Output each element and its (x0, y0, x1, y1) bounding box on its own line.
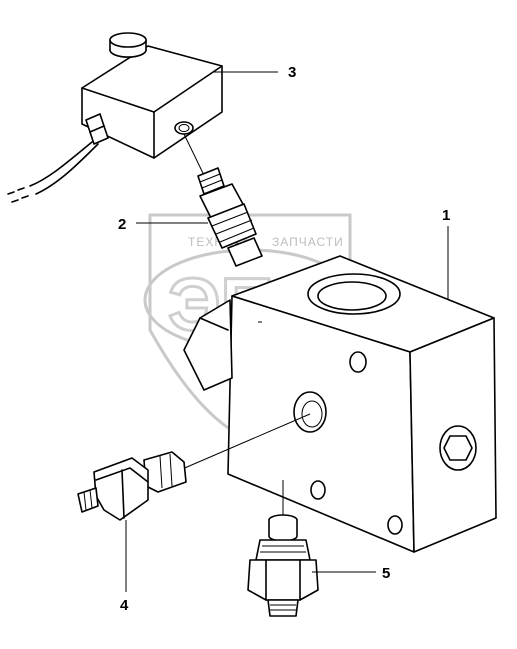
watermark-text-right: ЗАПЧАСТИ (272, 235, 344, 249)
left-fitting (77, 413, 311, 521)
callout-4: 4 (120, 597, 129, 614)
bottom-fitting (247, 480, 319, 617)
cartridge-valve (183, 133, 263, 267)
valve-block (183, 255, 497, 553)
callout-2: 2 (118, 216, 126, 233)
leader-lines (125, 71, 449, 592)
callout-1: 1 (442, 207, 450, 224)
callout-3: 3 (288, 64, 296, 81)
solenoid-coil (7, 32, 223, 203)
callouts: 3 2 1 4 5 (118, 64, 450, 614)
callout-5: 5 (382, 565, 390, 582)
